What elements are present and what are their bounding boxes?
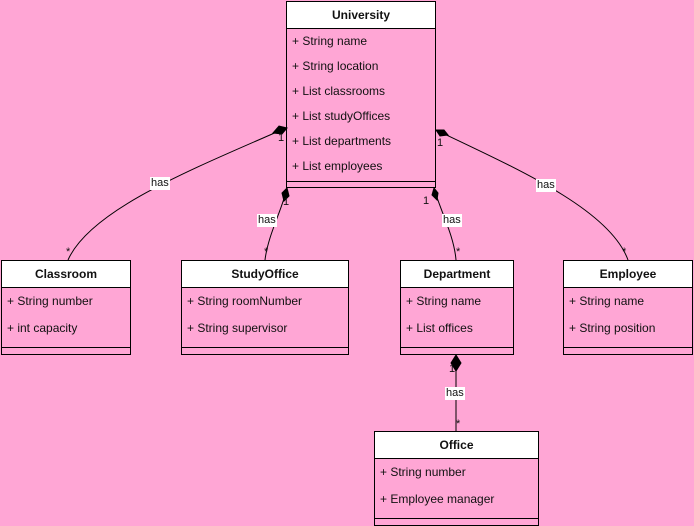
class-studyoffice[interactable]: StudyOffice + String roomNumber + String… bbox=[181, 260, 349, 355]
composition-diamond-university-department bbox=[431, 186, 439, 202]
edge-label: has bbox=[150, 177, 170, 190]
class-name: Department bbox=[401, 261, 513, 288]
class-attribute: + List employees bbox=[292, 159, 383, 173]
class-attribute: + String location bbox=[292, 59, 379, 73]
class-attribute: + String roomNumber bbox=[187, 294, 303, 308]
class-name: Employee bbox=[564, 261, 692, 288]
class-name: University bbox=[287, 2, 435, 29]
class-attribute: + String number bbox=[380, 465, 466, 479]
class-university[interactable]: University + String name + String locati… bbox=[286, 1, 436, 188]
class-attribute: + String name bbox=[292, 34, 368, 48]
class-attribute: + List studyOffices bbox=[292, 109, 391, 123]
composition-diamond-university-employee bbox=[435, 129, 449, 137]
source-multiplicity: 1 bbox=[437, 137, 444, 149]
class-attribute: + String position bbox=[569, 321, 656, 335]
edge-university-classroom bbox=[67, 127, 287, 261]
target-multiplicity: * bbox=[622, 246, 627, 258]
source-multiplicity: 1 bbox=[423, 195, 430, 207]
class-attribute: + String name bbox=[406, 294, 482, 308]
composition-diamond-university-classroom bbox=[272, 125, 288, 135]
class-attribute: + List classrooms bbox=[292, 84, 386, 98]
class-department[interactable]: Department + String name + List offices bbox=[400, 260, 514, 355]
class-employee[interactable]: Employee + String name + String position bbox=[563, 260, 693, 355]
class-separator bbox=[564, 347, 692, 348]
edge-label: has bbox=[257, 214, 277, 227]
class-attribute: + List departments bbox=[292, 134, 392, 148]
class-attribute: + int capacity bbox=[7, 321, 78, 335]
composition-diamond-university-studyoffice bbox=[281, 187, 290, 202]
class-classroom[interactable]: Classroom + String number + int capacity bbox=[1, 260, 131, 355]
edge-label: has bbox=[445, 387, 465, 400]
class-attribute: + List offices bbox=[406, 321, 473, 335]
edge-university-employee bbox=[435, 129, 629, 261]
target-multiplicity: * bbox=[456, 418, 461, 430]
class-office[interactable]: Office + String number + Employee manage… bbox=[374, 431, 539, 526]
source-multiplicity: 1 bbox=[449, 363, 456, 375]
class-separator bbox=[401, 347, 513, 348]
class-separator bbox=[287, 181, 435, 182]
target-multiplicity: * bbox=[66, 246, 71, 258]
class-name: StudyOffice bbox=[182, 261, 348, 288]
target-multiplicity: * bbox=[264, 246, 269, 258]
class-attribute: + String supervisor bbox=[187, 321, 288, 335]
target-multiplicity: * bbox=[456, 246, 461, 258]
composition-diamond-department-office bbox=[450, 354, 462, 372]
class-separator bbox=[375, 518, 538, 519]
source-multiplicity: 1 bbox=[283, 196, 290, 208]
class-name: Classroom bbox=[2, 261, 130, 288]
edge-label: has bbox=[442, 214, 462, 227]
class-separator bbox=[182, 347, 348, 348]
class-attribute: + String number bbox=[7, 294, 93, 308]
class-attribute: + String name bbox=[569, 294, 645, 308]
edge-label: has bbox=[536, 179, 556, 192]
source-multiplicity: 1 bbox=[278, 132, 285, 144]
class-attribute: + Employee manager bbox=[380, 492, 495, 506]
class-name: Office bbox=[375, 432, 538, 459]
class-separator bbox=[2, 347, 130, 348]
